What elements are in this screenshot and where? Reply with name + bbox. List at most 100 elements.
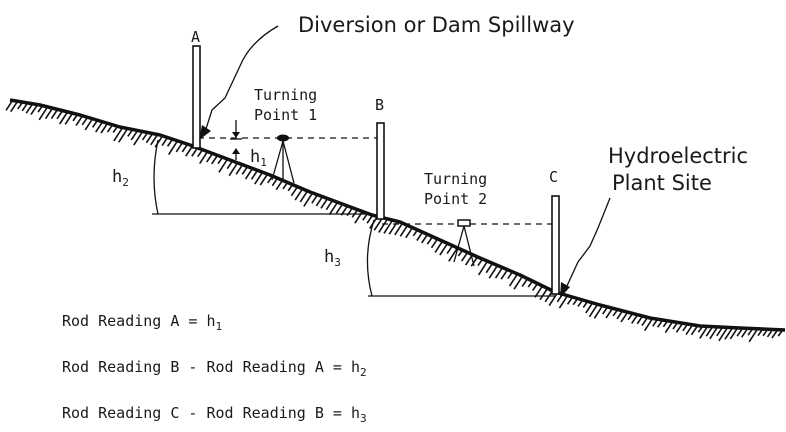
ground-hatch-stroke xyxy=(577,300,583,307)
ground-hatch-stroke xyxy=(113,127,123,142)
svg-text:h2: h2 xyxy=(112,167,129,189)
ground-hatch-stroke xyxy=(675,323,683,333)
ground-hatch-stroke xyxy=(777,330,783,337)
ground-hatch-stroke xyxy=(84,119,93,131)
rod-c-label: C xyxy=(549,168,558,186)
ground-hatch-stroke xyxy=(185,146,193,157)
ground-hatch-stroke xyxy=(616,311,623,320)
ground-hatch-stroke xyxy=(127,129,133,137)
ground-hatch-stroke xyxy=(394,223,403,236)
ground-hatch-stroke xyxy=(303,193,313,207)
ground-hatch-stroke xyxy=(416,232,423,241)
ground-hatch-stroke xyxy=(532,283,538,291)
equation-3: Rod Reading C - Rod Reading B = h3 xyxy=(62,404,367,425)
plant-arrowhead xyxy=(560,282,570,298)
ground-hatch-stroke xyxy=(311,195,318,204)
ground-hatch-stroke xyxy=(461,252,468,262)
ground-hatch-stroke xyxy=(757,329,763,337)
ground-hatch-stroke xyxy=(612,309,618,317)
ground-hatch-stroke xyxy=(175,142,183,153)
plant-label-line1: Hydroelectric xyxy=(608,144,748,168)
ground-hatch-stroke xyxy=(383,220,393,234)
ground-hatch-stroke xyxy=(602,307,608,315)
ground-hatch-stroke xyxy=(662,321,668,328)
ground-hatch-stroke xyxy=(457,250,463,257)
ground-hatch-stroke xyxy=(44,108,53,120)
ground-hatch-stroke xyxy=(718,327,728,342)
ground-hatch-stroke xyxy=(636,316,643,325)
ground-hatch-stroke xyxy=(664,322,673,333)
ground-hatch-stroke xyxy=(141,132,148,141)
ground-hatch-stroke xyxy=(470,257,478,267)
ground-hatch-stroke xyxy=(685,325,693,335)
ground-hatch-stroke xyxy=(747,329,753,336)
ground-hatch-stroke xyxy=(106,125,113,133)
ground-hatch-stroke xyxy=(620,312,628,323)
ground-hatch-stroke xyxy=(366,215,373,224)
level-instrument-2 xyxy=(453,219,475,267)
ground-hatch-stroke xyxy=(485,263,493,274)
ground-hatch-stroke xyxy=(500,270,508,280)
ground-hatch-stroke xyxy=(513,276,523,290)
ground-hatch-stroke xyxy=(287,184,293,192)
ground-hatch-stroke xyxy=(282,182,288,190)
h3-label: h3 xyxy=(324,247,341,269)
ground-hatch-stroke xyxy=(766,329,773,338)
svg-text:h1: h1 xyxy=(250,147,267,169)
ground-hatch-stroke xyxy=(426,236,433,245)
ground-hatch-stroke xyxy=(672,322,678,330)
svg-text:Rod Reading A = h1: Rod Reading A = h1 xyxy=(62,312,222,333)
ground-hatch-stroke xyxy=(244,168,253,180)
tp1-label-line2: Point 1 xyxy=(254,106,317,124)
ground-hatch-stroke xyxy=(75,116,83,127)
h3-bracket xyxy=(366,219,375,297)
ground-hatch-stroke xyxy=(290,187,298,197)
ground-hatch-stroke xyxy=(38,107,48,121)
ground-hatch-stroke xyxy=(64,113,73,125)
ground-hatch-stroke xyxy=(191,148,198,157)
h2-label: h2 xyxy=(112,167,129,189)
ground-hatch-stroke xyxy=(30,105,38,115)
ground-hatch-stroke xyxy=(748,329,758,343)
rod-b xyxy=(376,122,385,220)
tp2-label-line2: Point 2 xyxy=(424,190,487,208)
ground-hatch-stroke xyxy=(716,327,723,337)
ground-hatch-stroke xyxy=(320,198,328,209)
plant-callout xyxy=(565,197,611,289)
ground-hatch-stroke xyxy=(150,134,158,146)
ground-hatch-stroke xyxy=(477,261,488,276)
ground-hatch-stroke xyxy=(405,227,413,239)
ground-hatch-stroke xyxy=(58,112,68,125)
ground-hatch-stroke xyxy=(362,213,368,221)
ground-hatch-stroke xyxy=(434,241,443,253)
ground-hatch-stroke xyxy=(91,120,98,128)
ground-hatch-stroke xyxy=(421,234,428,244)
ground-hatch-stroke xyxy=(25,104,33,114)
ground-hatch-stroke xyxy=(17,102,23,110)
ground-hatch-stroke xyxy=(10,101,18,113)
ground-hatch-stroke xyxy=(464,254,473,266)
ground-hatch-stroke xyxy=(741,328,748,338)
rod-b-label: B xyxy=(375,96,384,114)
ground-hatch-stroke xyxy=(412,230,418,237)
rod-a-label: A xyxy=(191,28,200,46)
ground-hatch-stroke xyxy=(154,136,163,148)
ground-hatch-stroke xyxy=(566,297,573,305)
ground-hatch-stroke xyxy=(378,219,388,233)
ground-hatch-stroke xyxy=(5,100,13,111)
ground-hatch-stroke xyxy=(430,239,438,249)
rod-c xyxy=(551,195,560,295)
ground-hatch-stroke xyxy=(226,161,233,170)
ground-hatch-stroke xyxy=(729,328,738,340)
ground-hatch-stroke xyxy=(724,328,733,340)
ground-hatch-stroke xyxy=(315,197,323,207)
ground-hatch-stroke xyxy=(250,170,258,180)
ground-hatch-stroke xyxy=(81,117,88,126)
ground-hatch-stroke xyxy=(37,106,43,113)
ground-hatch-stroke xyxy=(690,326,698,336)
tp2-label-line1: Turning xyxy=(424,170,487,188)
ground-hatch-stroke xyxy=(544,291,553,303)
ground-hatch-stroke xyxy=(771,330,778,339)
ground-hatch-stroke xyxy=(275,180,283,191)
